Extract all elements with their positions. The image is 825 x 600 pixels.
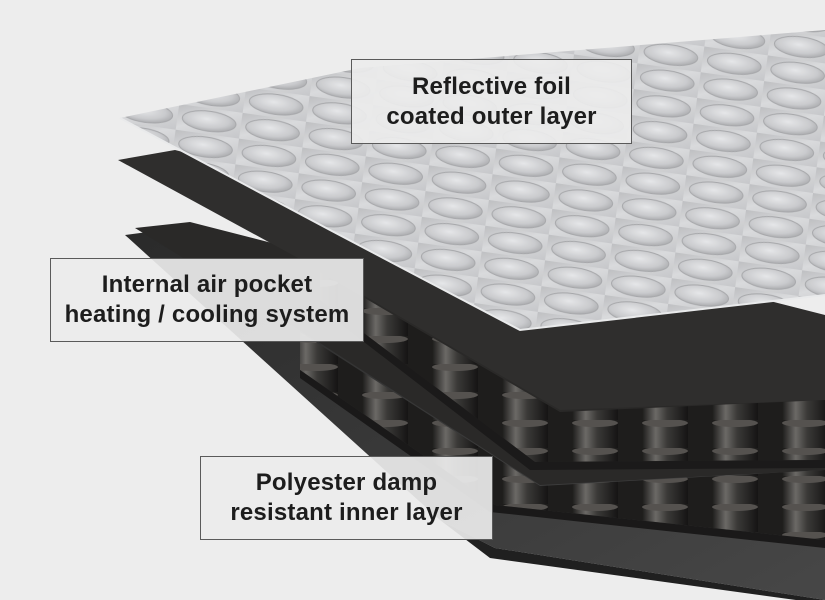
- callout-air-pocket: Internal air pocket heating / cooling sy…: [50, 258, 364, 342]
- callout-polyester-layer-line2: resistant inner layer: [230, 499, 463, 526]
- callout-air-pocket-line1: Internal air pocket: [101, 271, 313, 298]
- callout-reflective-foil-line2: coated outer layer: [386, 102, 597, 130]
- callout-polyester-layer-line1: Polyester damp: [255, 469, 438, 496]
- callout-reflective-foil: Reflective foil coated outer layer: [351, 59, 632, 144]
- reflective-foil-layer: [119, 30, 825, 332]
- callout-polyester-layer: Polyester damp resistant inner layer: [200, 456, 493, 540]
- callout-reflective-foil-line1: Reflective foil: [411, 72, 572, 100]
- callout-air-pocket-line2: heating / cooling system: [64, 301, 350, 328]
